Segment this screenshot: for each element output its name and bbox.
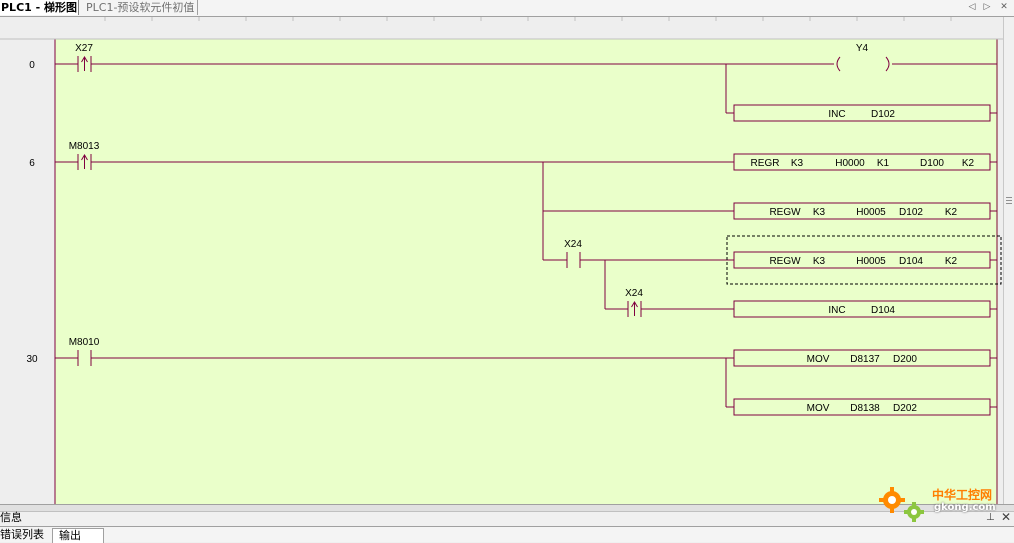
tab-error-list[interactable]: 错误列表 [0, 528, 44, 541]
instruction-operand: K3 [813, 256, 826, 267]
instruction-operand: MOV [807, 403, 830, 414]
instruction-operand: D200 [893, 354, 917, 365]
instruction-operand: D202 [893, 403, 917, 414]
coil-left[interactable] [836, 56, 841, 72]
tab-output[interactable]: 输出 [52, 528, 104, 543]
pulse-arrow-head [81, 56, 88, 63]
coil-label: Y4 [856, 43, 869, 54]
tab-ladder-diagram[interactable]: PLC1 - 梯形图 [0, 0, 79, 15]
instruction-operand: H0005 [856, 207, 886, 218]
pulse-arrow-head [631, 301, 638, 308]
instruction-operand: K2 [945, 256, 958, 267]
instruction-operand: D102 [899, 207, 923, 218]
instruction-operand: REGW [769, 256, 801, 267]
contact-label: X27 [75, 43, 93, 54]
tab-prev-icon[interactable]: ◁ [968, 2, 976, 12]
vertical-scrollbar[interactable] [1003, 17, 1014, 504]
pulse-arrow-head [81, 154, 88, 161]
instruction-operand: K1 [877, 158, 890, 169]
info-close-icon[interactable]: ✕ [1001, 510, 1012, 524]
ladder-background [55, 39, 998, 504]
instruction-operand: K2 [945, 207, 958, 218]
instruction-operand: D8137 [850, 354, 880, 365]
selection-box [726, 235, 1002, 285]
instruction-operand: D8138 [850, 403, 880, 414]
watermark-url: gkong.com [934, 502, 996, 513]
info-panel-tabs: 错误列表 输出 [0, 526, 1014, 543]
step-number: 30 [26, 354, 38, 365]
contact-label: M8013 [69, 141, 100, 152]
instruction-operand: K3 [813, 207, 826, 218]
info-panel-title: 信息 [0, 511, 22, 524]
coil-right[interactable] [885, 56, 890, 72]
instruction-operand: D104 [871, 305, 895, 316]
instruction-operand: INC [828, 305, 845, 316]
instruction-operand: INC [828, 109, 845, 120]
instruction-operand: D100 [920, 158, 944, 169]
watermark-text: 中华工控网 [932, 488, 993, 502]
contact-label: X24 [564, 239, 582, 250]
tab-close-icon[interactable]: ✕ [1000, 2, 1008, 12]
contact-label: M8010 [69, 337, 100, 348]
panel-splitter[interactable] [0, 504, 1014, 512]
pin-icon[interactable]: ⊥ [986, 512, 995, 523]
instruction-operand: H0005 [856, 256, 886, 267]
step-number: 0 [29, 60, 35, 71]
scroll-grip [1006, 200, 1012, 201]
instruction-operand: H0000 [835, 158, 865, 169]
instruction-operand: REGR [751, 158, 780, 169]
tab-preset-device-values[interactable]: PLC1-预设软元件初值 [83, 0, 199, 15]
gear-logo-icon [879, 487, 924, 522]
document-tab-bar: PLC1 - 梯形图 PLC1-预设软元件初值 ◁ ▷ ✕ [0, 0, 1014, 17]
watermark-logo: 中华工控网 gkong.com [876, 482, 1010, 522]
contact-label: X24 [625, 288, 643, 299]
tab-next-icon[interactable]: ▷ [983, 2, 991, 12]
scroll-grip [1006, 203, 1012, 204]
step-number: 6 [29, 158, 35, 169]
scroll-grip [1006, 197, 1012, 198]
instruction-operand: K3 [791, 158, 804, 169]
instruction-operand: MOV [807, 354, 830, 365]
instruction-operand: D102 [871, 109, 895, 120]
instruction-operand: D104 [899, 256, 923, 267]
instruction-operand: K2 [962, 158, 975, 169]
instruction-operand: REGW [769, 207, 801, 218]
